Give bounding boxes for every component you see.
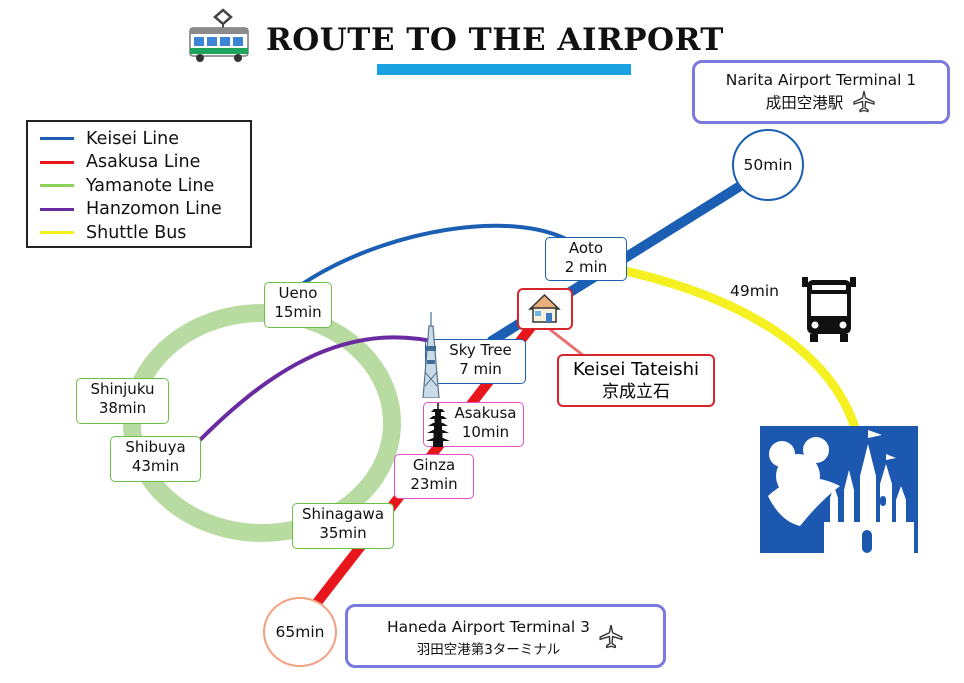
- hanzomon-line: [198, 335, 441, 442]
- train-icon: [189, 8, 249, 62]
- station-name: Aoto: [568, 239, 604, 257]
- haneda-airport-box: Haneda Airport Terminal 3 羽田空港第3ターミナル: [345, 604, 666, 668]
- haneda-name-ja: 羽田空港第3ターミナル: [416, 642, 561, 658]
- station-time: 23min: [410, 475, 458, 493]
- station-name: Ueno: [278, 284, 318, 302]
- legend-swatch-keisei: [40, 137, 74, 141]
- narita-time: 50min: [743, 156, 793, 174]
- legend-item-shuttle-bus: Shuttle Bus: [40, 221, 250, 245]
- haneda-name-en: Haneda Airport Terminal 3: [386, 618, 591, 636]
- station-time: 38min: [98, 399, 147, 417]
- legend-item-yamanote: Yamanote Line: [40, 174, 250, 198]
- tower-icon: [422, 312, 440, 398]
- yamanote-line: [123, 304, 401, 542]
- haneda-time: 65min: [275, 623, 325, 641]
- legend-item-hanzomon: Hanzomon Line: [40, 198, 250, 222]
- home-station-box: Keisei Tateishi 京成立石: [557, 354, 715, 407]
- station-shinjuku: Shinjuku 38min: [76, 378, 169, 424]
- station-ueno: Ueno 15min: [264, 282, 332, 328]
- legend-label: Yamanote Line: [86, 175, 215, 196]
- narita-name-ja: 成田空港駅: [765, 94, 844, 112]
- airplane-icon: [599, 625, 623, 649]
- legend-item-asakusa: Asakusa Line: [40, 151, 250, 175]
- legend-label: Keisei Line: [86, 128, 180, 149]
- legend-swatch-hanzomon: [40, 207, 74, 211]
- keisei-line-ueno: [296, 223, 580, 289]
- station-name: Sky Tree: [449, 341, 512, 359]
- legend-swatch-shuttle-bus: [40, 231, 74, 235]
- legend-swatch-yamanote: [40, 184, 74, 188]
- station-time: 2 min: [564, 258, 608, 276]
- bus-time: 49min: [730, 282, 779, 300]
- shuttle-bus-line: [611, 263, 860, 430]
- station-name: Shinagawa: [301, 505, 385, 523]
- station-time: 35min: [319, 524, 367, 542]
- legend-label: Shuttle Bus: [86, 222, 187, 243]
- station-sky-tree: Sky Tree 7 min: [425, 339, 526, 384]
- station-name: Ginza: [412, 456, 456, 474]
- station-name: Asakusa: [454, 404, 517, 422]
- narita-airport-box: Narita Airport Terminal 1 成田空港駅: [692, 60, 950, 124]
- bus-icon: [802, 277, 856, 342]
- station-time: 43min: [131, 457, 180, 475]
- narita-time-circle: 50min: [732, 129, 804, 201]
- station-name: Shibuya: [125, 438, 186, 456]
- home-marker: [517, 288, 573, 330]
- legend-label: Asakusa Line: [86, 152, 201, 173]
- home-station-name-ja: 京成立石: [602, 382, 670, 402]
- pagoda-icon: [426, 403, 450, 447]
- castle-icon: [760, 426, 918, 553]
- station-time: 7 min: [459, 360, 502, 378]
- station-name: Shinjuku: [90, 380, 155, 398]
- tateishi-pointer: [547, 326, 585, 358]
- title-underline: [377, 64, 631, 75]
- station-time: 10min: [461, 423, 510, 441]
- home-station-name-en: Keisei Tateishi: [572, 359, 700, 380]
- legend: Keisei Line Asakusa Line Yamanote Line H…: [26, 120, 252, 248]
- house-icon: [528, 293, 561, 323]
- station-aoto: Aoto 2 min: [545, 237, 627, 281]
- station-shibuya: Shibuya 43min: [110, 436, 201, 482]
- legend-label: Hanzomon Line: [86, 199, 222, 220]
- legend-swatch-asakusa: [40, 160, 74, 164]
- haneda-time-circle: 65min: [263, 597, 337, 667]
- station-time: 15min: [274, 303, 322, 321]
- airplane-icon: [853, 90, 875, 113]
- station-shinagawa: Shinagawa 35min: [292, 503, 394, 549]
- station-ginza: Ginza 23min: [394, 454, 474, 499]
- narita-name-en: Narita Airport Terminal 1: [725, 71, 917, 89]
- page-title: ROUTE TO THE AIRPORT: [266, 22, 724, 58]
- legend-item-keisei: Keisei Line: [40, 127, 250, 151]
